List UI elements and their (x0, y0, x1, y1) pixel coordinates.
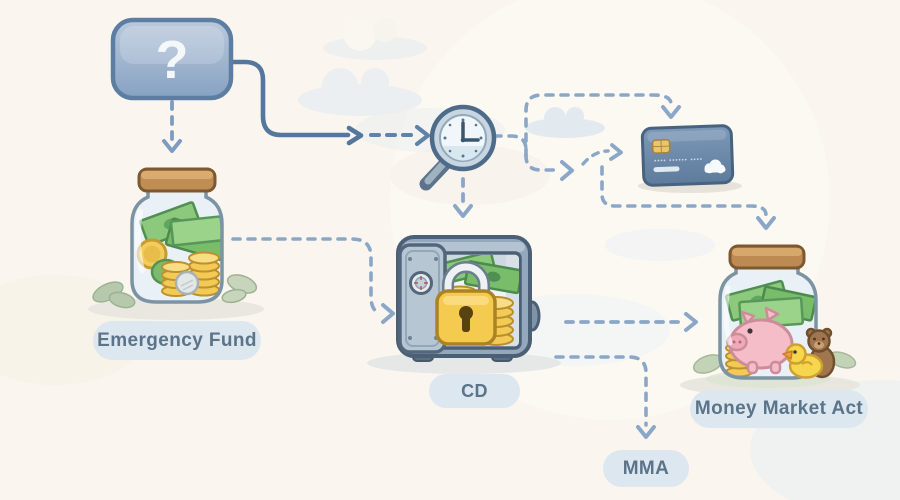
card-number: •••• •••••• •••• (654, 157, 703, 165)
keyhole (459, 306, 473, 320)
arrowhead-right (684, 312, 698, 332)
cloud-icon (704, 159, 726, 174)
card-stripe (653, 166, 680, 173)
arrowhead-right (560, 160, 574, 181)
label-money-market: Money Market Act (690, 390, 868, 428)
connector-lines (162, 59, 776, 439)
card-chip (651, 138, 671, 154)
arrowhead-down (756, 216, 776, 230)
arrowhead-down (453, 204, 473, 218)
arrowhead-down (661, 105, 681, 119)
clock-ticks (443, 118, 483, 158)
safe-illustration (367, 235, 561, 374)
label-mma: MMA (603, 450, 689, 487)
padlock (435, 261, 497, 346)
leaves (692, 351, 857, 374)
arrow-clock-to-card (524, 93, 673, 158)
arrow-question-to-clock-solid (228, 59, 351, 138)
label-text: MMA (622, 457, 670, 479)
arrowhead-right (381, 303, 395, 324)
piggy-jar-illustration (680, 244, 860, 396)
credit-card-illustration: •••• •••••• •••• (638, 124, 742, 193)
arrow-card-to-moneymarket (600, 165, 768, 221)
duck-beak (782, 350, 793, 360)
label-text: Emergency Fund (97, 329, 257, 351)
arrow-clock-junction (492, 134, 561, 172)
arrow-curl (581, 149, 610, 166)
label-emergency-fund: Emergency Fund (93, 321, 261, 360)
label-text: Money Market Act (694, 398, 864, 419)
jar-outline (130, 188, 224, 304)
question-box: ? (110, 17, 234, 101)
leaves (92, 274, 258, 309)
rubber-duck (782, 343, 824, 379)
jar-contents (724, 279, 816, 378)
glass-highlight (723, 285, 733, 346)
jar-contents (136, 201, 222, 297)
arrowhead-down (636, 425, 656, 439)
cloud-small (605, 229, 715, 261)
arrowhead-down (162, 139, 182, 153)
question-mark: ? (156, 30, 189, 90)
money-jar-illustration (88, 167, 264, 320)
label-text: CD (461, 380, 488, 401)
duck-eye (793, 350, 797, 354)
cloud-top-left (323, 18, 427, 60)
clock-magnifier-icon (419, 104, 497, 191)
arrowhead-right (414, 124, 431, 147)
clock-hands (461, 121, 480, 142)
arrowhead-right (609, 143, 623, 161)
arrowhead-right (346, 125, 364, 146)
arrow-emergency-to-cd (231, 237, 383, 315)
cloud-center (525, 107, 605, 138)
jar-outline (718, 264, 818, 380)
glass-highlight (134, 209, 145, 273)
piggy-eye (747, 328, 753, 334)
label-cd: CD (429, 374, 520, 408)
safe-door (398, 243, 447, 354)
